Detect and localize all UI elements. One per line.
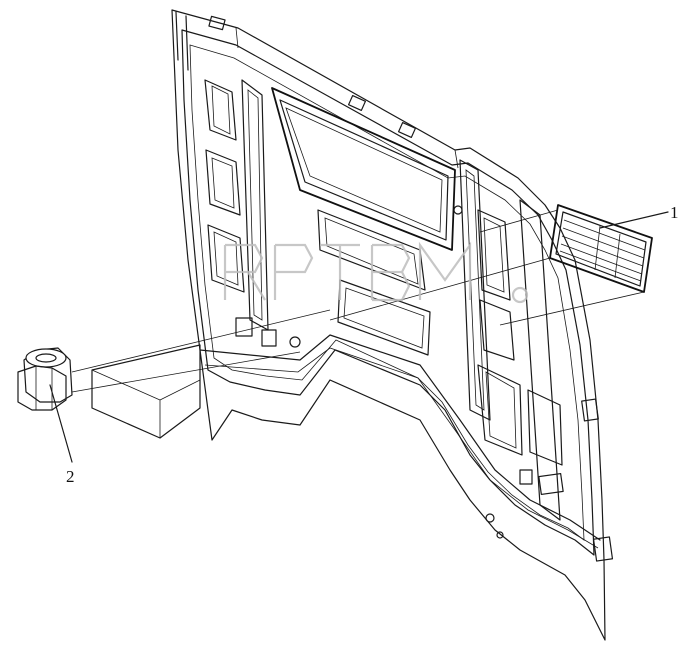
nut-part [17, 347, 73, 411]
vent-grille-part [549, 204, 653, 293]
callout-2: 2 [49, 384, 75, 486]
rear-wall-panel [171, 9, 614, 641]
callout-1: 1 [599, 203, 679, 229]
watermark-logo [223, 241, 529, 304]
projection-lines [71, 209, 645, 439]
callout-1-label: 1 [670, 203, 679, 222]
callout-2-label: 2 [66, 467, 75, 486]
